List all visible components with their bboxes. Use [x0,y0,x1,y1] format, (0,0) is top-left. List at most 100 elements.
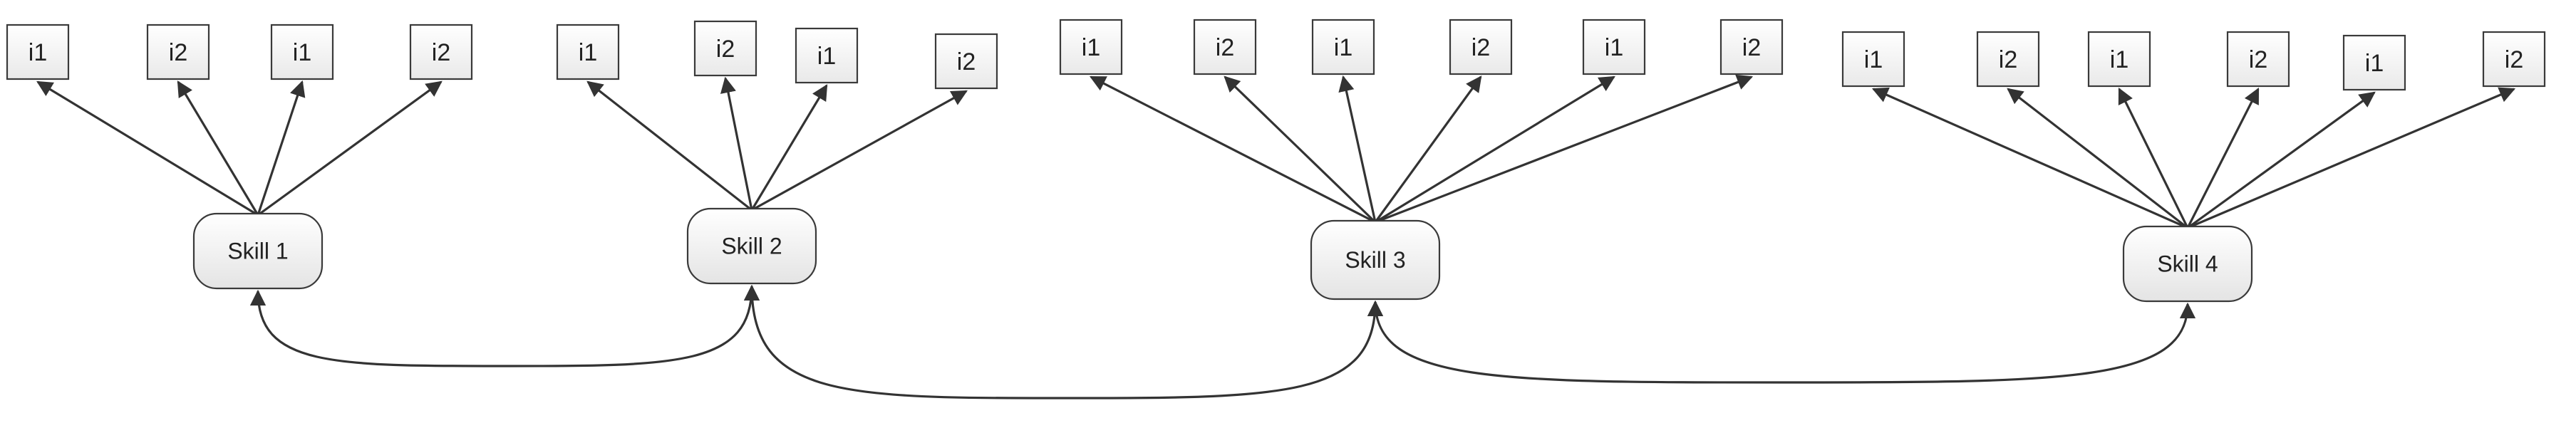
skill-label: Skill 1 [227,239,288,264]
item-edge [2187,87,2516,229]
item-edge [1871,87,2188,229]
skill-nodes: Skill 1 Skill 2 Skill 3 Skill 4 [192,207,2253,303]
item-node: i1 [1311,19,1375,75]
item-edge [2186,88,2260,229]
skill-box [192,212,324,290]
item-box [2087,31,2151,88]
item-node: i2 [2226,31,2290,88]
item-label: i2 [169,39,187,66]
item-node: i2 [2482,31,2546,88]
skill-node-3: Skill 3 [1310,219,1441,301]
item-label: i1 [293,39,311,66]
item-label: i1 [579,39,597,66]
item-node: i1 [1582,19,1646,75]
item-label: i1 [1334,34,1352,61]
item-label: i1 [2110,46,2128,73]
item-edge [2118,87,2189,229]
item-label: i2 [1742,34,1761,61]
item-label: i2 [1471,34,1490,61]
item-node: i1 [270,24,334,80]
skill-node-1: Skill 1 [192,212,324,290]
item-box [409,24,473,80]
item-edge [1090,75,1376,224]
item-box [1719,19,1784,75]
item-node: i1 [2342,34,2406,91]
skill-link-s3-s4 [1367,300,2196,384]
item-box [270,24,334,80]
item-edge [1375,75,1615,224]
item-label: i1 [1082,34,1100,61]
item-label: i1 [1605,34,1623,61]
item-box [1449,19,1513,75]
skill-link-s1-s2 [249,284,760,367]
item-node: i2 [1719,19,1784,75]
item-label: i2 [957,48,976,75]
item-box [1582,19,1646,75]
item-box [6,24,70,80]
skill-node-4: Skill 4 [2122,225,2253,303]
skill-node-2: Skill 2 [686,207,817,285]
item-edge [36,80,259,216]
item-edge [177,80,259,216]
item-edge [750,84,828,211]
item-box [1193,19,1257,75]
item-edge [2187,91,2376,229]
item-edge [257,80,443,216]
item-node: i1 [1841,31,1905,88]
item-label: i1 [2365,50,2384,77]
item-box [2482,31,2546,88]
item-edge [1374,75,1482,223]
item-box [2342,34,2406,91]
item-nodes: i1 i2 i1 i2 i1 i2 i1 i2 i1 i2 i1 i2 i1 i2 i1 i2 i1 i2 i1 i2 [6,19,2546,91]
item-node: i1 [1059,19,1123,75]
skill-links [249,284,2196,400]
skill-link-s2-s3 [743,284,1384,400]
item-label: i2 [1216,34,1234,61]
item-edge [1375,74,1754,224]
item-box [795,27,859,84]
item-label: i2 [2249,46,2267,73]
item-node: i2 [409,24,473,80]
item-edge [720,76,753,211]
item-box [1841,31,1905,88]
skill-box [2122,225,2253,303]
item-edge [586,80,752,212]
skill-box [1310,219,1441,301]
item-node: i1 [6,24,70,80]
item-label: i1 [817,43,836,70]
skill-label: Skill 2 [721,234,782,259]
item-box [556,24,620,80]
item-box [1976,31,2040,88]
item-node: i2 [934,33,998,90]
item-edge [257,80,306,216]
item-node: i2 [1193,19,1257,75]
item-edge [2007,88,2188,229]
item-box [1311,19,1375,75]
item-label: i1 [1864,46,1883,73]
skill-label: Skill 3 [1345,247,1405,273]
item-edge [1338,75,1377,223]
item-node: i1 [556,24,620,80]
item-label: i2 [2505,46,2523,73]
item-label: i2 [1999,46,2017,73]
item-box [693,20,757,77]
item-node: i2 [693,20,757,77]
item-node: i1 [2087,31,2151,88]
skill-label: Skill 4 [2157,251,2218,277]
item-label: i2 [432,39,450,66]
item-node: i1 [795,27,859,84]
item-node: i2 [1449,19,1513,75]
item-edge [751,90,968,212]
item-edge [1224,75,1377,224]
item-node: i2 [1976,31,2040,88]
item-label: i1 [29,39,47,66]
item-box [1059,19,1123,75]
skill-box [686,207,817,285]
item-node: i2 [146,24,210,80]
item-edges [36,74,2516,229]
item-box [2226,31,2290,88]
item-box [934,33,998,90]
item-box [146,24,210,80]
item-label: i2 [716,36,735,63]
